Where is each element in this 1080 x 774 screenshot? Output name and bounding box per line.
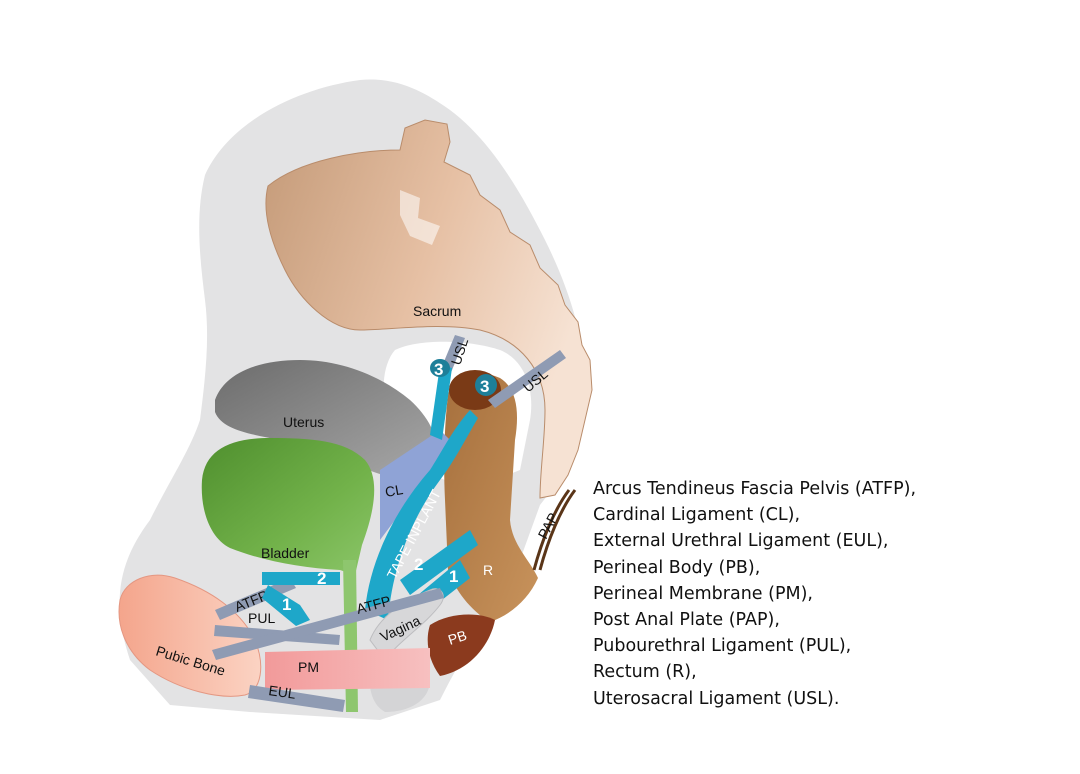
post-anal-plate-2 (532, 489, 571, 571)
legend-item: Cardinal Ligament (CL), (593, 505, 801, 526)
tape-implant (365, 410, 478, 620)
number-3-right: 3 (480, 377, 489, 396)
pul-label: PUL (248, 610, 275, 626)
perineal-body (427, 614, 495, 676)
legend-item: Uterosacral Ligament (USL). (593, 688, 840, 709)
legend-item: External Urethral Ligament (EUL), (593, 531, 889, 552)
eul-label: EUL (268, 682, 297, 702)
number-1-left: 1 (282, 595, 291, 614)
pm-label: PM (298, 659, 319, 675)
pubic-bone (118, 574, 262, 697)
atfp-left-ligament (215, 578, 296, 620)
legend-item: Post Anal Plate (PAP), (593, 610, 780, 631)
tape-arm-3 (430, 365, 452, 440)
eul-ligament (248, 685, 345, 712)
tape-arm-2-left (262, 572, 340, 585)
tape-arm-1-left (262, 585, 310, 626)
number-3-right-badge (475, 374, 497, 396)
cl-label: CL (384, 481, 405, 500)
number-3-left: 3 (434, 360, 443, 379)
pb-label: PB (446, 627, 469, 648)
post-anal-plate (538, 489, 577, 571)
uterus-label: Uterus (283, 414, 324, 430)
sacrum-label: Sacrum (413, 303, 461, 319)
legend-item: Rectum (R), (593, 662, 697, 683)
usl-right-ligament (488, 350, 566, 408)
cardinal-ligament (380, 430, 455, 540)
bladder (201, 438, 375, 575)
pap-label: PAP (535, 510, 562, 541)
tape-arm-2-right (400, 530, 478, 595)
rectum-label: R (483, 562, 493, 578)
sacrum-notch (400, 190, 440, 245)
number-3-left-badge (430, 359, 450, 377)
atfp-right-ligament (212, 588, 444, 660)
perineal-membrane (265, 648, 430, 690)
legend-item: Pubourethral Ligament (PUL), (593, 636, 852, 657)
legend-item: Arcus Tendineus Fascia Pelvis (ATFP), (593, 479, 917, 499)
bladder-label: Bladder (261, 545, 310, 561)
number-2-left: 2 (317, 569, 326, 588)
number-2-right: 2 (414, 555, 423, 574)
number-1-right: 1 (449, 567, 458, 586)
legend-item: Perineal Body (PB), (593, 557, 761, 578)
uterus (215, 360, 439, 482)
abbreviation-legend: Arcus Tendineus Fascia Pelvis (ATFP), Ca… (593, 476, 1073, 712)
legend-item: Perineal Membrane (PM), (593, 583, 813, 604)
sacrum (265, 119, 593, 499)
